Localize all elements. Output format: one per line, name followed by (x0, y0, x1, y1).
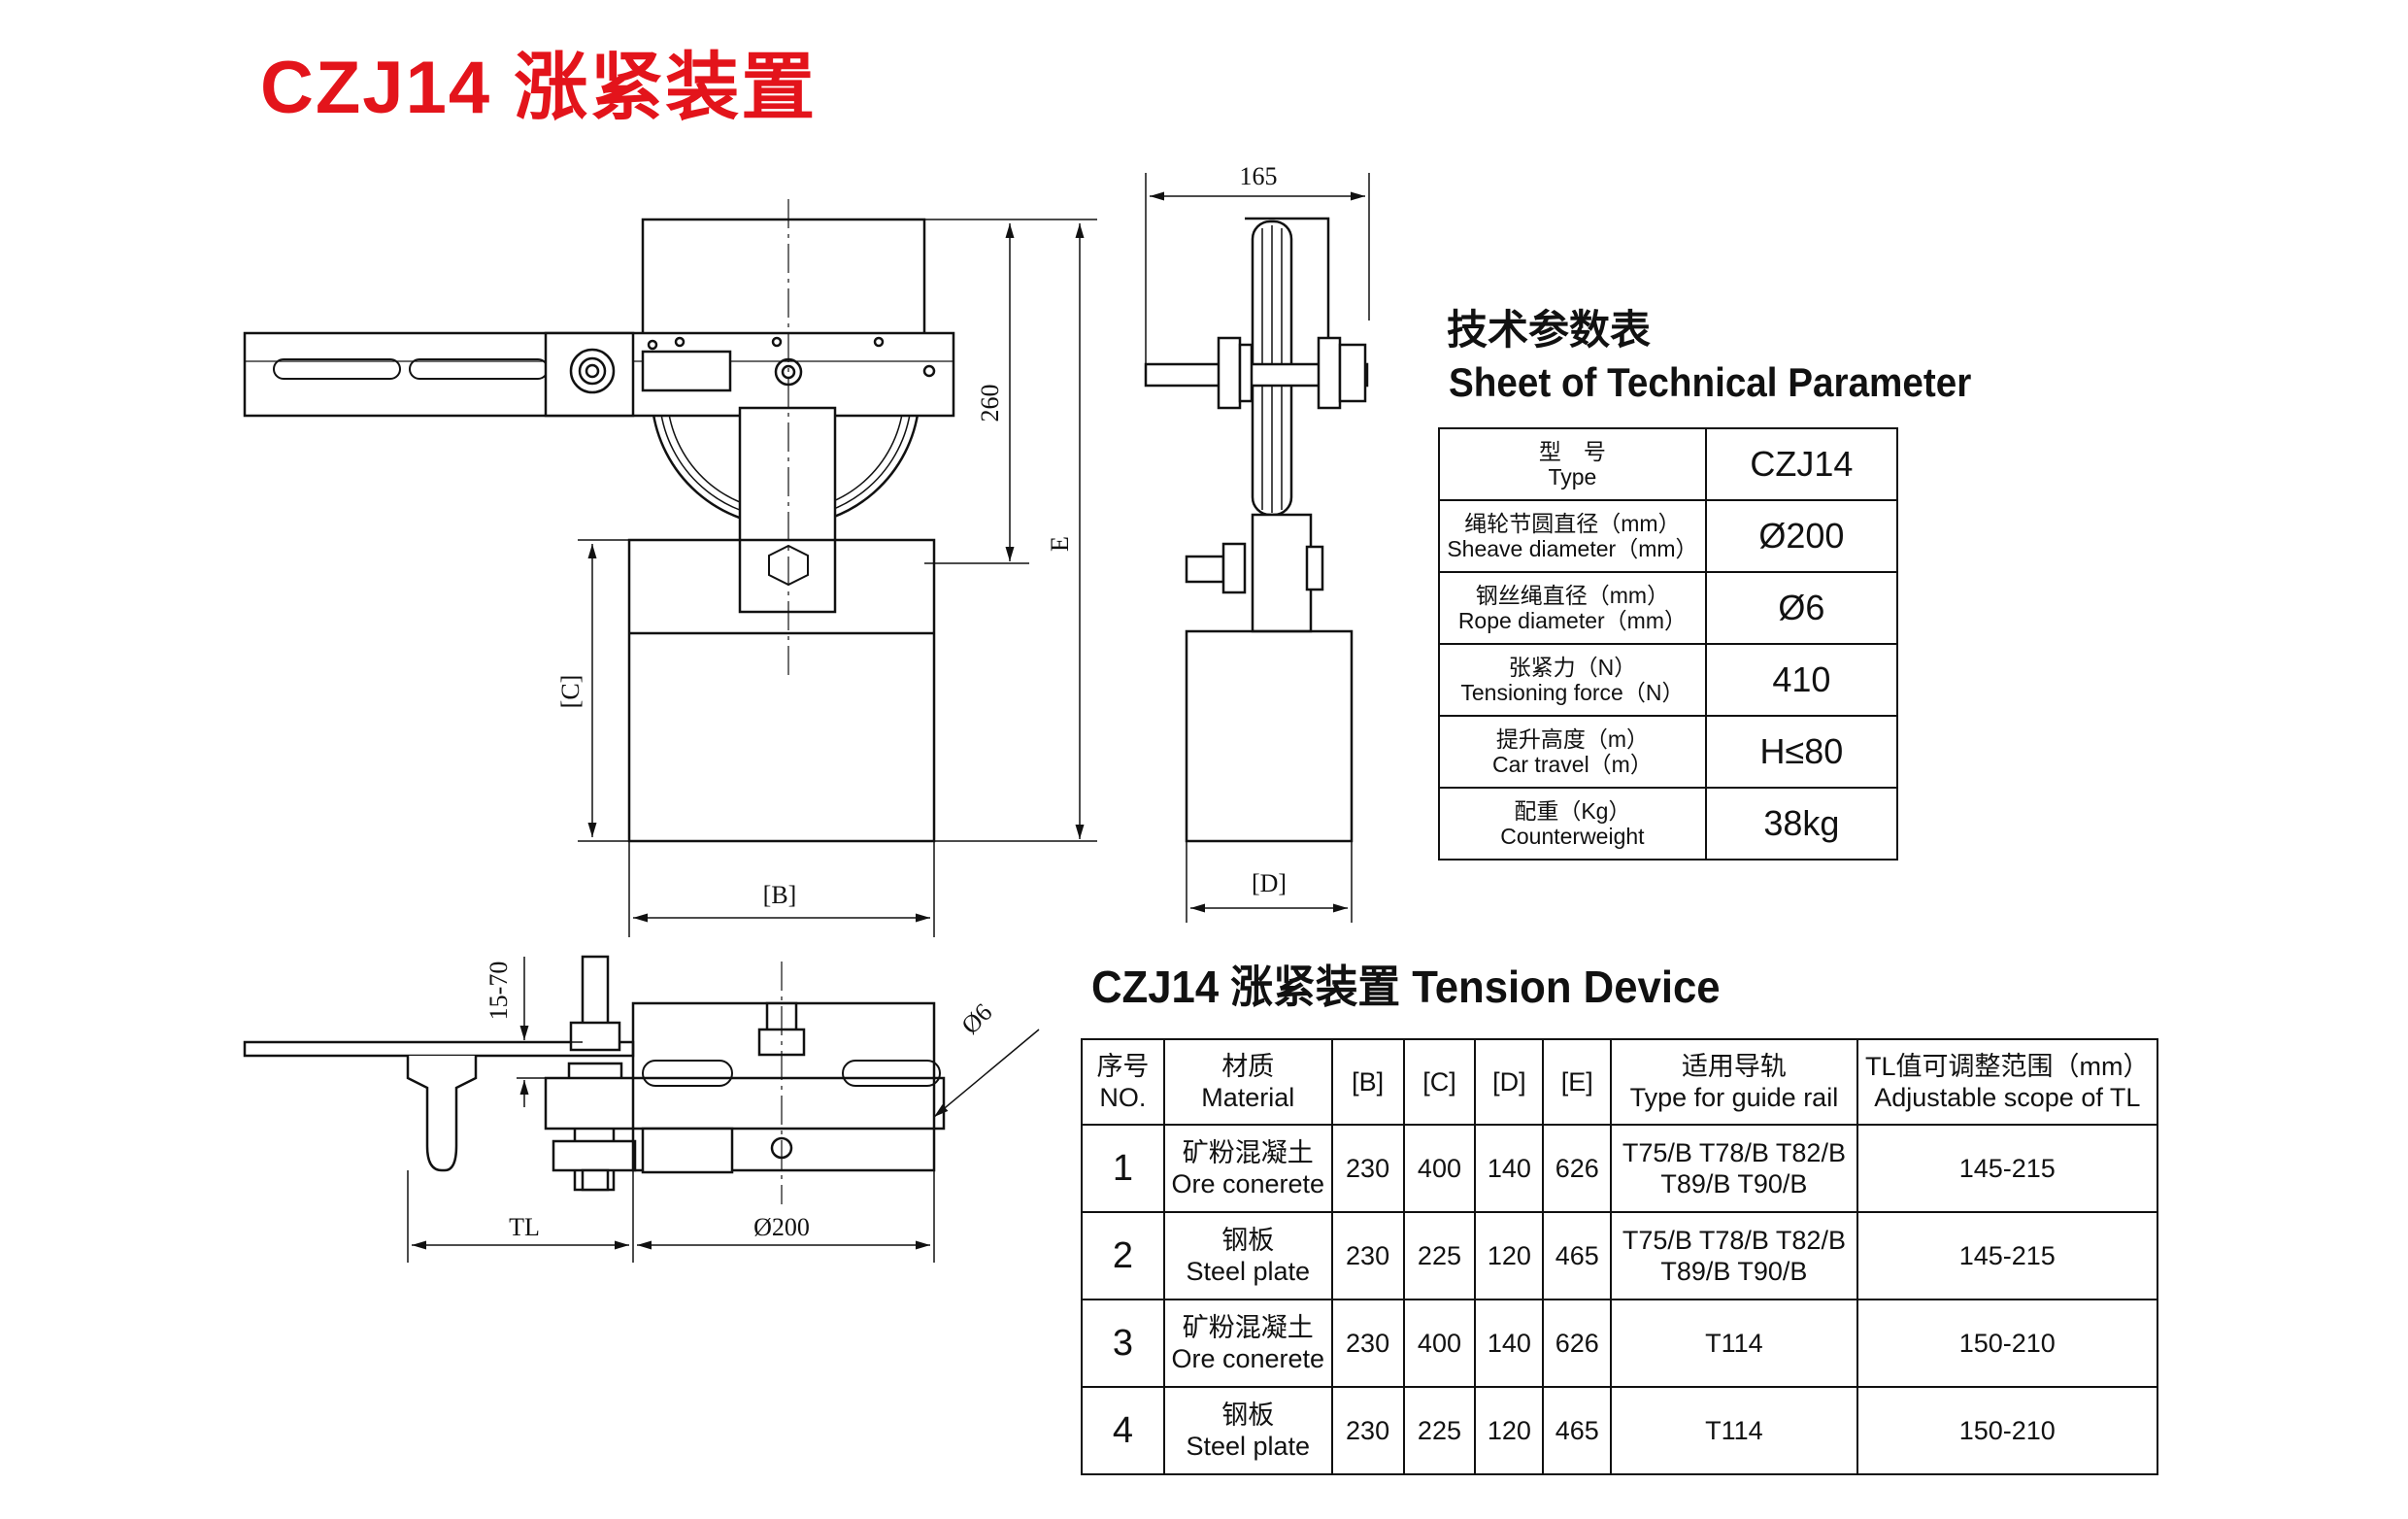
cell-e: 465 (1542, 1211, 1613, 1300)
side-view (1144, 173, 1370, 923)
material-en: Ore conerete (1171, 1344, 1325, 1373)
header-en: NO. (1099, 1083, 1147, 1112)
rail-line-2: T89/B T90/B (1660, 1169, 1808, 1198)
row-number: 2 (1081, 1211, 1165, 1300)
header-en: Material (1201, 1083, 1295, 1112)
material-cn: 矿粉混凝土 (1182, 1138, 1314, 1167)
param-value: Ø200 (1704, 499, 1899, 573)
tech-sheet-title-en: Sheet of Technical Parameter (1449, 359, 1972, 405)
header-c: [C] (1402, 1038, 1477, 1126)
cell-d: 140 (1474, 1299, 1545, 1388)
dim-label-260: 260 (976, 385, 1004, 422)
header-d: [D] (1474, 1038, 1545, 1126)
front-view (243, 199, 1097, 937)
param-label-cn: 配重（Kg） (1514, 798, 1631, 824)
cell-e: 626 (1542, 1124, 1613, 1213)
rail-line-1: T75/B T78/B T82/B (1622, 1226, 1846, 1255)
rail-line-1: T75/B T78/B T82/B (1622, 1138, 1846, 1167)
dim-label-c: [C] (556, 675, 585, 709)
material-cn: 钢板 (1221, 1401, 1275, 1430)
dim-label-tl: TL (509, 1213, 540, 1241)
dim-label-e: E (1046, 536, 1074, 552)
cell-d: 120 (1474, 1386, 1545, 1475)
dim-label-165: 165 (1240, 162, 1278, 190)
cell-tl: 145-215 (1856, 1124, 2159, 1213)
cell-rail: T114 (1610, 1386, 1858, 1475)
param-label-en: Rope diameter（mm） (1457, 608, 1687, 633)
param-label-cn: 提升高度（m） (1495, 726, 1649, 752)
table-row: 绳轮节圆直径（mm）Sheave diameter（mm） Ø200 (1438, 499, 1899, 573)
tech-sheet-title-cn: 技术参数表 (1447, 307, 1652, 353)
dim-label-d: [D] (1252, 869, 1287, 897)
param-label-cn: 钢丝绳直径（mm） (1475, 583, 1670, 608)
param-value: Ø6 (1704, 571, 1899, 645)
cell-c: 225 (1402, 1386, 1477, 1475)
row-number: 4 (1081, 1386, 1165, 1475)
cell-e: 626 (1542, 1299, 1613, 1388)
header-cn: 材质 (1221, 1052, 1275, 1081)
header-cn: 适用导轨 (1681, 1052, 1787, 1081)
cell-c: 400 (1402, 1299, 1477, 1388)
cell-tl: 150-210 (1856, 1386, 2159, 1475)
table-row: 张紧力（N）Tensioning force（N） 410 (1438, 643, 1899, 717)
param-label-cn: 型 号 (1538, 439, 1606, 464)
page-title: CZJ14 涨紧装置 (260, 47, 818, 129)
top-view (243, 955, 1040, 1263)
header-cn: 序号 (1096, 1052, 1150, 1081)
cell-b: 230 (1330, 1386, 1405, 1475)
material-en: Ore conerete (1171, 1169, 1325, 1198)
dim-label-b: [B] (763, 881, 797, 909)
cell-d: 120 (1474, 1211, 1545, 1300)
header-cn: TL值可调整范围（mm） (1865, 1052, 2150, 1081)
cell-b: 230 (1330, 1299, 1405, 1388)
table-row: 钢丝绳直径（mm）Rope diameter（mm） Ø6 (1438, 571, 1899, 645)
cell-d: 140 (1474, 1124, 1545, 1213)
header-en: Type for guide rail (1629, 1083, 1839, 1112)
param-value: 38kg (1704, 787, 1899, 861)
device-table-title: CZJ14 涨紧装置 Tension Device (1091, 962, 1721, 1012)
table-row: 提升高度（m）Car travel（m） H≤80 (1438, 715, 1899, 789)
row-number: 3 (1081, 1299, 1165, 1388)
header-b: [B] (1330, 1038, 1405, 1126)
rail-line-2: T89/B T90/B (1660, 1257, 1808, 1286)
cell-b: 230 (1330, 1211, 1405, 1300)
cell-b: 230 (1330, 1124, 1405, 1213)
param-value: H≤80 (1704, 715, 1899, 789)
material-en: Steel plate (1186, 1432, 1311, 1461)
material-en: Steel plate (1186, 1257, 1311, 1286)
param-label-en: Type (1548, 464, 1597, 489)
row-number: 1 (1081, 1124, 1165, 1213)
cell-tl: 145-215 (1856, 1211, 2159, 1300)
header-e: [E] (1542, 1038, 1613, 1126)
table-row: 配重（Kg）Counterweight 38kg (1438, 787, 1899, 861)
cell-tl: 150-210 (1856, 1299, 2159, 1388)
param-label-en: Tensioning force（N） (1460, 680, 1685, 705)
param-label-en: Car travel（m） (1491, 752, 1653, 777)
dim-label-200: Ø200 (753, 1213, 810, 1241)
dim-label-15-70: 15-70 (485, 962, 513, 1021)
param-value: 410 (1704, 643, 1899, 717)
dim-label-rope: Ø6 (956, 998, 998, 1040)
param-label-en: Counterweight (1500, 824, 1645, 849)
cell-c: 225 (1402, 1211, 1477, 1300)
header-en: Adjustable scope of TL (1874, 1083, 2141, 1112)
material-cn: 矿粉混凝土 (1182, 1313, 1314, 1342)
material-cn: 钢板 (1221, 1226, 1275, 1255)
cell-e: 465 (1542, 1386, 1613, 1475)
param-label-cn: 张紧力（N） (1508, 655, 1637, 680)
cell-c: 400 (1402, 1124, 1477, 1213)
param-label-en: Sheave diameter（mm） (1447, 536, 1698, 561)
cell-rail: T114 (1610, 1299, 1858, 1388)
param-label-cn: 绳轮节圆直径（mm） (1464, 511, 1681, 536)
param-value: CZJ14 (1704, 427, 1899, 501)
